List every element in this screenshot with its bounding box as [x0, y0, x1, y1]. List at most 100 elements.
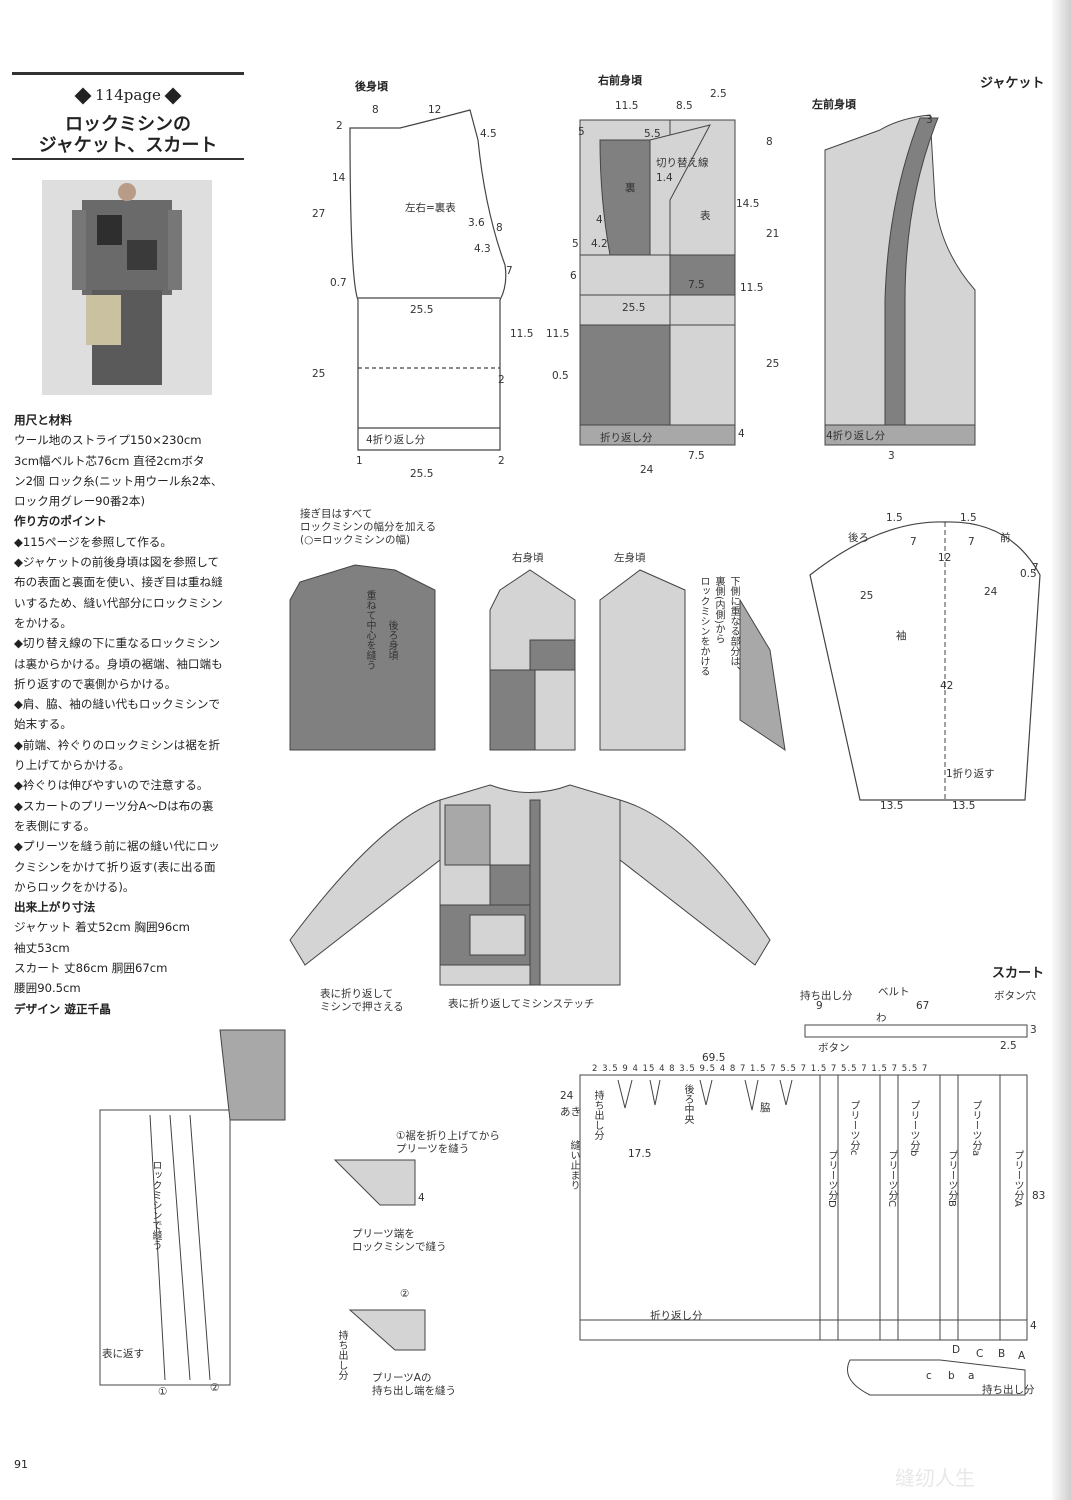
pleat-mark: B	[998, 1348, 1006, 1360]
dim: 25.5	[410, 304, 434, 316]
dim: 8	[372, 104, 379, 116]
dim: 4	[418, 1192, 425, 1204]
back-center-note: 重ねて中心を縫う	[364, 590, 375, 670]
center-back-label: 後ろ中央	[682, 1084, 693, 1124]
extension-label: 持ち出し分	[800, 990, 853, 1002]
ura-label: 裏	[625, 182, 636, 194]
fold-allowance: 4折り返し分	[366, 434, 426, 446]
dim: 25	[860, 590, 874, 602]
belt-label: ベルト	[878, 986, 910, 998]
dim: 25	[312, 368, 326, 380]
pleat-a-note: プリーツAの 持ち出し端を縫う	[372, 1372, 456, 1397]
ext-side-label: 持ち出し分	[592, 1090, 603, 1140]
dim: 25.5	[410, 468, 434, 480]
left-bodice-label: 左身頃	[614, 552, 646, 564]
back-body-label: 後ろ身頃	[386, 620, 397, 660]
cuff-note: 表に折り返して ミシンで押さえる	[320, 988, 404, 1013]
point-item: ◆スカートのプリーツ分A～Dは布の裏 を表側にする。	[14, 798, 214, 833]
dim: 11.5	[510, 328, 534, 340]
switch-line-label: 切り替え線	[656, 157, 709, 169]
back-bodice-label: 後身頃	[355, 80, 388, 93]
pleat-d-label: プリーツ分D	[826, 1150, 837, 1208]
small-pleat-a: プリーツ分a	[970, 1100, 981, 1157]
page-ref-text: 114page	[95, 86, 161, 104]
dim: 14.5	[736, 198, 760, 210]
circled-2: ②	[210, 1382, 220, 1394]
right-front-label: 右前身頃	[598, 74, 642, 87]
point-item: ◆衿ぐりは伸びやすいので注意する。	[14, 778, 209, 793]
dim: 24	[984, 586, 998, 598]
point-item: ◆前端、衿ぐりのロックミシンは裾を折 り上げてからかける。	[14, 737, 221, 773]
dim: 3.6	[468, 217, 485, 229]
dart-label: 脇	[760, 1102, 771, 1114]
pleat-edge-note: プリーツ端を ロックミシンで縫う	[352, 1228, 447, 1253]
pleat-mark: A	[1018, 1350, 1026, 1362]
dim: 83	[1032, 1190, 1046, 1202]
dim: 25.5	[622, 302, 646, 314]
buttonhole-label: ボタン穴	[994, 990, 1036, 1002]
back-sleeve-label: 後ろ	[848, 532, 869, 544]
dim: 4	[738, 428, 745, 440]
dim: 4.5	[480, 128, 497, 140]
watermark: 缝纫人生	[895, 1466, 975, 1490]
dim: 7	[506, 265, 513, 277]
skirt-fold-note: 表に返す	[102, 1348, 144, 1360]
model-photo	[42, 180, 212, 395]
dim: 5	[572, 238, 579, 250]
dim: 1.5	[886, 512, 903, 524]
pleat-mark: C	[976, 1348, 984, 1360]
dim: 2	[498, 374, 505, 386]
button-label: ボタン	[818, 1042, 850, 1054]
dim: 11.5	[740, 282, 764, 294]
fold-allowance-left: 4折り返し分	[826, 430, 886, 442]
point-item: ◆プリーツを縫う前に裾の縫い代にロッ クミシンをかけて折り返す(表に出る面 から…	[14, 839, 220, 894]
dim: 11.5	[546, 328, 570, 340]
dim: 42	[940, 680, 954, 692]
dim: 7.5	[688, 279, 705, 291]
page-title: ロックミシンの ジャケット、スカート	[12, 114, 244, 156]
finished-body: ジャケット 着丈52cm 胸囲96cm 袖丈53cm スカート 丈86cm 胴囲…	[14, 920, 190, 996]
dim: 9	[816, 1000, 823, 1012]
skirt-heading: スカート	[992, 966, 1045, 981]
dim: 1.4	[656, 172, 673, 184]
dim: 1.5	[960, 512, 977, 524]
front-sleeve-label: 前	[1000, 532, 1011, 544]
dim: 0.7	[330, 277, 347, 289]
pleat-mark: b	[948, 1370, 955, 1382]
dim: 13.5	[880, 800, 904, 812]
materials-heading: 用尺と材料	[14, 413, 72, 427]
finished-heading: 出来上がり寸法	[14, 900, 96, 915]
dim: 8	[496, 222, 503, 234]
point-item: ◆ジャケットの前後身頃は図を参照して 布の表面と裏面を使い、接ぎ目は重ね縫 いす…	[14, 555, 223, 630]
pleat-mark: c	[926, 1370, 932, 1382]
top-dim-sequence: 2 3.5 9 4 15 4 8 3.5 9.5 4 8 7 1.5 7 5.5…	[592, 1064, 929, 1074]
dim: 69.5	[702, 1052, 726, 1064]
dim: 7	[1032, 562, 1039, 574]
pleat-fold-note: ①裾を折り上げてから プリーツを縫う	[396, 1130, 500, 1155]
pleat-c-label: プリーツ分C	[886, 1150, 897, 1207]
extension-note: 持ち出し分	[336, 1330, 347, 1380]
dim: 2	[336, 120, 343, 132]
instruction-text: 用尺と材料 ウール地のストライプ150×230cm 3cm幅ベルト芯76cm 直…	[14, 410, 246, 1019]
back-note: 左右=裏表	[405, 202, 456, 214]
model-figure-image	[42, 180, 212, 395]
underlap-note: 下側に重なる部分は、 裏側(内側)から ロックミシンをかける	[698, 576, 739, 676]
point-item: ◆切り替え線の下に重なるロックミシン は裏からかける。身頃の裾端、袖口端も 折り…	[14, 636, 223, 691]
dim: 12	[938, 552, 952, 564]
dim: 5.5	[644, 128, 661, 140]
dim: 67	[916, 1000, 930, 1012]
dim: 3	[888, 450, 895, 462]
pleat-mark: a	[968, 1370, 975, 1382]
dim: 4.2	[591, 238, 608, 250]
design-credit: デザイン 遊正千晶	[14, 1001, 111, 1016]
circled-2b: ②	[400, 1288, 410, 1300]
page-reference: 114page	[12, 86, 244, 105]
dim: 5	[578, 126, 585, 138]
opening-label: あき	[560, 1106, 581, 1118]
pleat-a-label: プリーツ分A	[1012, 1150, 1023, 1207]
extension-side-label: 持ち出し分	[982, 1384, 1035, 1396]
dim: 3	[926, 114, 933, 126]
dim: 24	[560, 1090, 574, 1102]
dim: 13.5	[952, 800, 976, 812]
